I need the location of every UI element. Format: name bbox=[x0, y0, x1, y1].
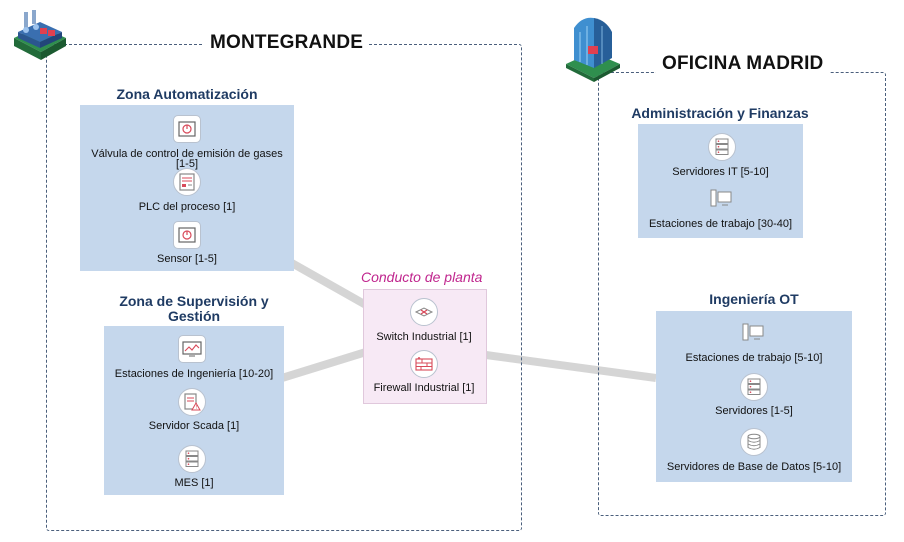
link-conduit-ingenieria bbox=[485, 351, 657, 382]
plc-label: PLC del proceso [1] bbox=[138, 201, 236, 213]
scada-server-icon: ! bbox=[178, 388, 206, 416]
database-icon bbox=[740, 428, 768, 456]
ot-servers-label: Servidores [1-5] bbox=[715, 405, 793, 417]
factory-building-icon bbox=[6, 8, 72, 64]
zone-ingenieria-title: Ingeniería OT bbox=[709, 291, 799, 307]
valve-label-range: [1-5] bbox=[175, 158, 198, 170]
switch-icon bbox=[410, 298, 438, 326]
zone-automatizacion-title: Zona Automatización bbox=[116, 86, 258, 102]
link-supervision-conduit bbox=[280, 348, 368, 382]
database-servers-label: Servidores de Base de Datos [5-10] bbox=[666, 461, 842, 473]
svg-text:!: ! bbox=[195, 405, 197, 411]
zone-admin-title: Administración y Finanzas bbox=[631, 105, 809, 121]
engineering-stations-label: Estaciones de Ingeniería [10-20] bbox=[114, 368, 274, 380]
site-montegrande-title: MONTEGRANDE bbox=[204, 32, 370, 54]
valve-label: Válvula de control de emisión de gases bbox=[91, 148, 283, 160]
zone-supervision-title-line2: Gestión bbox=[167, 308, 221, 324]
firewall-label: Firewall Industrial [1] bbox=[373, 382, 475, 394]
site-madrid-title: OFICINA MADRID bbox=[656, 53, 830, 75]
conduit-planta-title: Conducto de planta bbox=[361, 269, 483, 285]
zone-supervision-title-line1: Zona de Supervisión y bbox=[119, 293, 269, 309]
scada-server-label: Servidor Scada [1] bbox=[148, 420, 240, 432]
monitor-chart-icon bbox=[178, 335, 206, 363]
office-building-icon bbox=[560, 12, 624, 82]
sensor-label: Sensor [1-5] bbox=[157, 253, 217, 265]
mes-label: MES [1] bbox=[174, 477, 214, 489]
workstation-icon bbox=[740, 320, 766, 346]
switch-label: Switch Industrial [1] bbox=[376, 331, 472, 343]
server-icon bbox=[740, 373, 768, 401]
server-icon bbox=[178, 445, 206, 473]
link-automatizacion-conduit bbox=[288, 258, 368, 309]
valve-icon bbox=[173, 115, 201, 143]
server-icon bbox=[708, 133, 736, 161]
plc-icon bbox=[173, 168, 201, 196]
workstation-icon bbox=[708, 186, 734, 212]
ot-workstations-label: Estaciones de trabajo [5-10] bbox=[685, 352, 823, 364]
it-servers-label: Servidores IT [5-10] bbox=[672, 166, 769, 178]
sensor-icon bbox=[173, 221, 201, 249]
admin-workstations-label: Estaciones de trabajo [30-40] bbox=[648, 218, 793, 230]
firewall-icon bbox=[410, 350, 438, 378]
